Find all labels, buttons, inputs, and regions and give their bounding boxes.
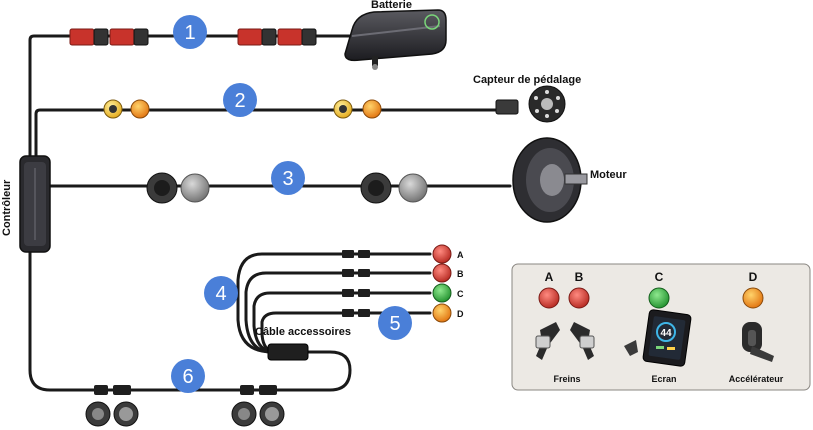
accessory-connector-b xyxy=(432,263,452,283)
accessory-branch-d xyxy=(260,311,432,354)
controller xyxy=(19,155,51,253)
accessory-port-d: D xyxy=(457,309,464,319)
display-connectors xyxy=(85,401,285,427)
accessory-connector-c xyxy=(432,283,452,303)
legend-col-d: D xyxy=(749,270,758,284)
legend-connector-b xyxy=(568,287,590,309)
brake-levers-icon xyxy=(535,322,595,360)
accessory-port-c: C xyxy=(457,289,464,299)
pedal-sensor-cable xyxy=(34,108,502,162)
accessory-connector-a xyxy=(432,244,452,264)
accessory-plugs xyxy=(342,250,370,317)
legend-connector-d xyxy=(742,287,764,309)
battery-image xyxy=(344,9,447,70)
marker-2-text: 2 xyxy=(234,90,245,112)
display-cable-plugs xyxy=(94,385,277,395)
motor-label: Moteur xyxy=(590,169,627,181)
marker-3-text: 3 xyxy=(282,168,293,190)
marker-4: 4 xyxy=(204,276,238,310)
controller-label: Contrôleur xyxy=(1,179,13,236)
marker-5: 5 xyxy=(378,306,412,340)
legend-connector-c xyxy=(648,287,670,309)
battery-connectors-left xyxy=(69,28,149,46)
accessory-branch-c xyxy=(252,291,432,354)
accessory-cable-label: Câble accessoires xyxy=(255,326,351,338)
pedal-sensor-label: Capteur de pédalage xyxy=(473,74,581,86)
legend-screen-label: Ecran xyxy=(651,374,676,384)
marker-4-text: 4 xyxy=(215,283,226,305)
motor-connectors-right xyxy=(360,172,428,204)
battery-label: Batterie xyxy=(371,0,412,11)
pedal-connectors-left xyxy=(103,99,150,119)
motor-connectors-left xyxy=(146,172,210,204)
accessory-junction-box xyxy=(267,343,309,361)
legend-col-a: A xyxy=(545,270,554,284)
display-screen-reading: 44 xyxy=(660,328,672,339)
motor-image xyxy=(512,137,588,223)
battery-cable xyxy=(28,34,352,162)
accessory-connectors xyxy=(432,244,452,323)
marker-3: 3 xyxy=(271,161,305,195)
accessory-connector-d xyxy=(432,303,452,323)
marker-1: 1 xyxy=(173,15,207,49)
legend-throttle-label: Accélérateur xyxy=(729,374,784,384)
accessory-branch-b xyxy=(244,271,432,354)
pedal-connectors-right xyxy=(333,99,382,119)
battery-connectors-right xyxy=(237,28,317,46)
display-cable xyxy=(28,248,352,392)
legend-panel: A B C D Freins 44 Ecran xyxy=(511,263,811,391)
marker-5-text: 5 xyxy=(389,313,400,335)
marker-2: 2 xyxy=(223,83,257,117)
display-screen-icon: 44 xyxy=(624,309,692,367)
legend-connector-a xyxy=(538,287,560,309)
marker-6: 6 xyxy=(171,359,205,393)
accessory-port-b: B xyxy=(457,269,464,279)
throttle-icon xyxy=(742,322,774,362)
legend-col-c: C xyxy=(655,270,664,284)
accessory-branch-a xyxy=(236,252,432,354)
marker-6-text: 6 xyxy=(182,366,193,388)
marker-1-text: 1 xyxy=(184,22,195,44)
accessory-port-a: A xyxy=(457,250,464,260)
pedal-sensor-image xyxy=(495,85,566,123)
legend-col-b: B xyxy=(575,270,584,284)
legend-brakes-label: Freins xyxy=(553,374,580,384)
